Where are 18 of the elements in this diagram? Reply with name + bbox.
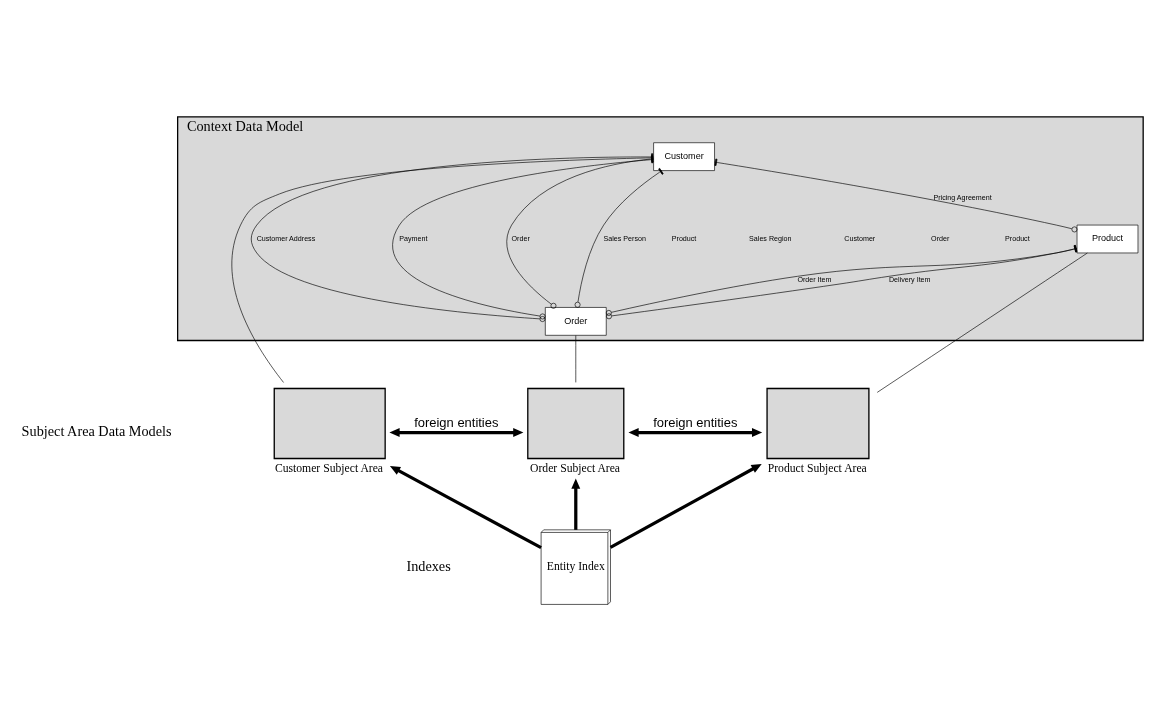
arrow — [389, 465, 542, 549]
node-label: Order Subject Area — [530, 461, 621, 475]
label: Indexes — [406, 557, 451, 574]
node-label: Product Subject Area — [767, 461, 867, 475]
arrow — [628, 427, 763, 437]
connector — [714, 158, 1078, 232]
connector — [575, 334, 577, 383]
node-box: Order — [545, 306, 607, 336]
arrow — [571, 478, 581, 530]
edge-label: foreign entities — [653, 414, 738, 430]
node-box: Product — [1076, 224, 1139, 253]
connector — [574, 167, 664, 308]
arrow — [609, 463, 762, 549]
label: Subject Area Data Models — [21, 422, 172, 439]
edge-label: foreign entities — [414, 414, 499, 430]
node-label: Customer Subject Area — [274, 461, 384, 475]
connector — [876, 252, 1088, 393]
arrow — [389, 427, 524, 437]
